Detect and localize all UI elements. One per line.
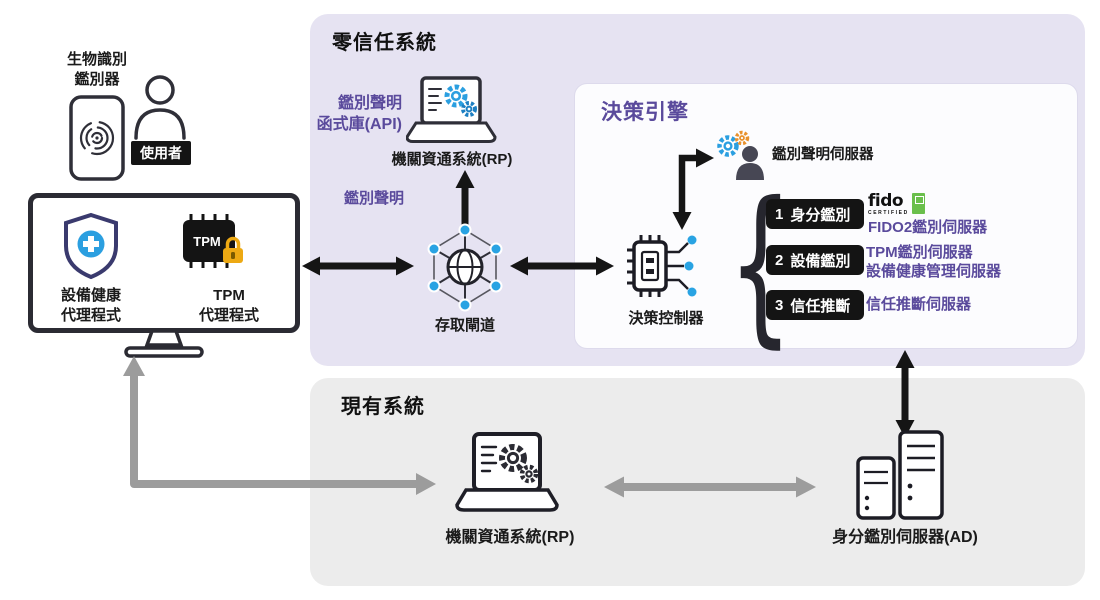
tpm-device-health-servers-label: TPM鑑別伺服器 設備健康管理伺服器 <box>866 244 1002 280</box>
decision-controller-chip-icon <box>627 235 697 297</box>
tpm-chip-icon: TPM <box>183 214 243 268</box>
rp-system-top-label: 機關資通系統(RP) <box>391 151 513 168</box>
fido-brand-text: fido <box>868 191 904 211</box>
decision-controller-label: 決策控制器 <box>628 310 704 327</box>
existing-rp-laptop-gears-icon <box>455 432 559 512</box>
zero-trust-title: 零信任系統 <box>332 32 437 54</box>
access-gateway-label: 存取閘道 <box>434 317 495 334</box>
endpoint-monitor: 設備健康 代理程式 TPM TPM 代理程式 <box>28 193 300 333</box>
biometric-phone-icon <box>69 95 125 181</box>
existing-rp-system-label: 機關資通系統(RP) <box>445 529 575 546</box>
arrow-monitor-gateway <box>302 256 414 276</box>
biometric-authenticator-label: 生物識別 鑑別器 <box>66 51 127 88</box>
arrow-existing-rp-ad <box>604 476 816 498</box>
tpm-chip-text: TPM <box>193 234 220 249</box>
item-label: 身分鑑別 <box>790 206 851 224</box>
ad-server-icon <box>856 430 944 520</box>
existing-system-region <box>310 378 1085 586</box>
user-person-icon <box>134 75 186 140</box>
rp-laptop-gears-icon <box>406 76 497 143</box>
arrow-monitor-existing-rp <box>123 356 436 495</box>
device-health-shield-icon <box>64 212 118 280</box>
item-label: 設備鑑別 <box>790 252 851 270</box>
user-label-badge: 使用者 <box>131 141 191 165</box>
arrow-gateway-controller <box>510 256 614 276</box>
fido-certified-logo: fido CERTIFIED <box>868 191 925 217</box>
fido-certified-text: CERTIFIED <box>868 210 909 217</box>
tpm-agent-label: TPM 代理程式 <box>198 287 259 324</box>
auth-assertion-label: 鑑別聲明 <box>344 190 405 207</box>
assertion-server-person-gears-icon <box>717 130 764 180</box>
ad-server-label: 身分鑑別伺服器(AD) <box>832 529 978 546</box>
item-number: 2 <box>775 251 784 269</box>
item-number: 3 <box>775 296 784 314</box>
arrow-engine-ad-server <box>895 350 915 438</box>
decision-engine-title: 決策引擎 <box>601 101 689 124</box>
item-number: 1 <box>775 205 784 223</box>
item-trust-inference: 3 信任推斷 <box>766 290 864 320</box>
trust-inference-server-label: 信任推斷伺服器 <box>866 296 972 313</box>
fido2-server-label: FIDO2鑑別伺服器 <box>868 219 988 236</box>
item-label: 信任推斷 <box>790 297 851 315</box>
assertion-server-label: 鑑別聲明伺服器 <box>772 147 874 163</box>
fido-level-badge <box>911 193 925 214</box>
arrow-controller-assertion-server <box>672 148 714 230</box>
item-device-authentication: 2 設備鑑別 <box>766 245 864 275</box>
device-health-agent-label: 設備健康 代理程式 <box>60 287 121 324</box>
arrow-gateway-rp-up <box>455 170 475 228</box>
monitor-stand <box>124 331 204 358</box>
item-identity-authentication: 1 身分鑑別 <box>766 199 864 229</box>
access-gateway-network-icon <box>427 223 503 312</box>
assertion-api-library-label: 鑑別聲明 函式庫(API) <box>316 95 402 133</box>
existing-system-title: 現有系統 <box>341 396 425 418</box>
lock-icon <box>225 236 241 248</box>
